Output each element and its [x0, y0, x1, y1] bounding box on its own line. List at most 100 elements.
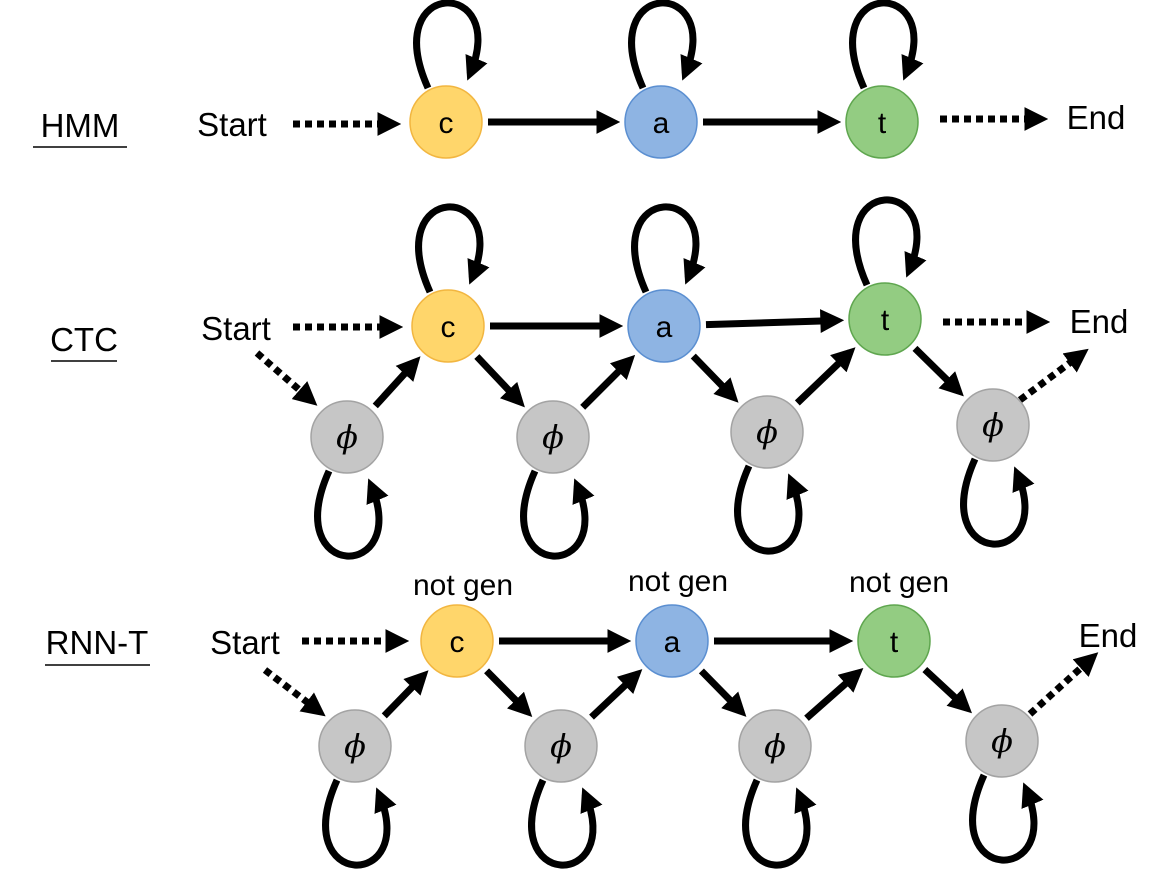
transition-arrow — [698, 668, 747, 717]
self-loop-arrow — [849, 0, 924, 90]
row-label-rnnt: RNN-T — [45, 624, 150, 666]
self-loop-arrow — [960, 457, 1035, 548]
not-gen-label: not gen — [413, 569, 513, 602]
transition-arrow — [474, 354, 525, 408]
self-loop-arrow — [628, 0, 703, 90]
edges — [254, 0, 1099, 869]
transition-arrow — [372, 356, 421, 409]
self-loop-arrow — [742, 778, 817, 869]
blank-symbol: ϕ — [982, 406, 1004, 444]
blank-symbol: ϕ — [764, 727, 786, 765]
node-label: c — [450, 626, 465, 659]
blank-node: ϕ — [730, 395, 804, 469]
transition-arrow — [705, 309, 845, 333]
node-circle — [848, 282, 922, 356]
blank-symbol: ϕ — [542, 418, 564, 456]
start-label: Start — [210, 624, 280, 661]
blank-symbol: ϕ — [991, 722, 1013, 760]
transition-arrow — [484, 668, 533, 717]
node-circle — [857, 604, 931, 678]
node-circle — [411, 289, 485, 363]
blank-node-circle — [956, 388, 1030, 462]
dotted-arrow — [262, 667, 326, 717]
self-loop-arrow — [314, 469, 389, 560]
self-loop-arrow — [415, 203, 490, 294]
row-label-ctc: CTC — [50, 321, 118, 362]
row-label-text: HMM — [41, 107, 120, 144]
label-node-a: a — [635, 604, 709, 678]
transition-arrow — [912, 345, 964, 397]
label-node-c: c — [411, 289, 485, 363]
label-node-t: t — [845, 85, 919, 159]
self-loop-arrow — [631, 203, 706, 294]
dotted-arrow — [1017, 348, 1089, 403]
blank-node: ϕ — [738, 709, 812, 783]
blank-node: ϕ — [310, 400, 384, 474]
label-node-c: c — [420, 604, 494, 678]
dotted-arrow — [254, 350, 318, 406]
end-label: End — [1067, 99, 1126, 136]
node-label: a — [656, 311, 673, 344]
blank-node-circle — [965, 704, 1039, 778]
self-loop-arrow — [413, 0, 488, 90]
blank-node-circle — [318, 709, 392, 783]
start-label: Start — [197, 106, 267, 143]
transition-arrow — [794, 347, 856, 406]
not-gen-label: not gen — [628, 565, 728, 598]
node-label: c — [441, 311, 456, 344]
blank-node-circle — [738, 709, 812, 783]
blank-symbol: ϕ — [344, 727, 366, 765]
dotted-arrow — [1027, 652, 1099, 717]
blank-symbol: ϕ — [756, 413, 778, 451]
label-node-c: c — [409, 85, 483, 159]
blank-node-circle — [524, 709, 598, 783]
transition-arrow — [922, 666, 973, 714]
self-loop-arrow — [969, 773, 1044, 864]
self-loop-arrow — [528, 778, 603, 869]
transition-arrow — [580, 354, 636, 410]
self-loop-arrow — [322, 778, 397, 869]
node-label: t — [878, 107, 887, 140]
blank-node-circle — [310, 400, 384, 474]
nodes: c a t ϕ ϕ ϕ ϕ c a t ϕ ϕ ϕ ϕ c a t — [310, 85, 1039, 783]
node-circle — [624, 85, 698, 159]
blank-node: ϕ — [965, 704, 1039, 778]
node-label: a — [664, 626, 681, 659]
transition-arrow — [381, 670, 429, 719]
node-label: t — [881, 304, 890, 337]
node-circle — [409, 85, 483, 159]
not-gen-label: not gen — [849, 566, 949, 599]
node-label: t — [890, 626, 899, 659]
blank-symbol: ϕ — [336, 418, 358, 456]
transition-arrow — [804, 668, 864, 721]
label-node-t: t — [848, 282, 922, 356]
blank-node: ϕ — [956, 388, 1030, 462]
blank-node: ϕ — [318, 709, 392, 783]
blank-symbol: ϕ — [550, 727, 572, 765]
row-label-text: RNN-T — [46, 624, 149, 661]
transition-arrow — [690, 353, 739, 403]
end-label: End — [1070, 303, 1129, 340]
self-loop-arrow — [852, 196, 927, 287]
start-label: Start — [201, 310, 271, 347]
row-label-text: CTC — [50, 321, 118, 358]
transition-arrow — [589, 669, 643, 720]
row-label-hmm: HMM — [33, 107, 127, 148]
node-circle — [627, 289, 701, 363]
node-circle — [420, 604, 494, 678]
self-loop-arrow — [520, 469, 595, 560]
blank-node: ϕ — [524, 709, 598, 783]
self-loop-arrow — [734, 464, 809, 555]
end-label: End — [1079, 617, 1138, 654]
blank-node: ϕ — [516, 400, 590, 474]
label-node-a: a — [624, 85, 698, 159]
blank-node-circle — [516, 400, 590, 474]
node-circle — [845, 85, 919, 159]
node-label: a — [653, 107, 670, 140]
node-circle — [635, 604, 709, 678]
node-label: c — [439, 107, 454, 140]
blank-node-circle — [730, 395, 804, 469]
label-node-t: t — [857, 604, 931, 678]
label-node-a: a — [627, 289, 701, 363]
